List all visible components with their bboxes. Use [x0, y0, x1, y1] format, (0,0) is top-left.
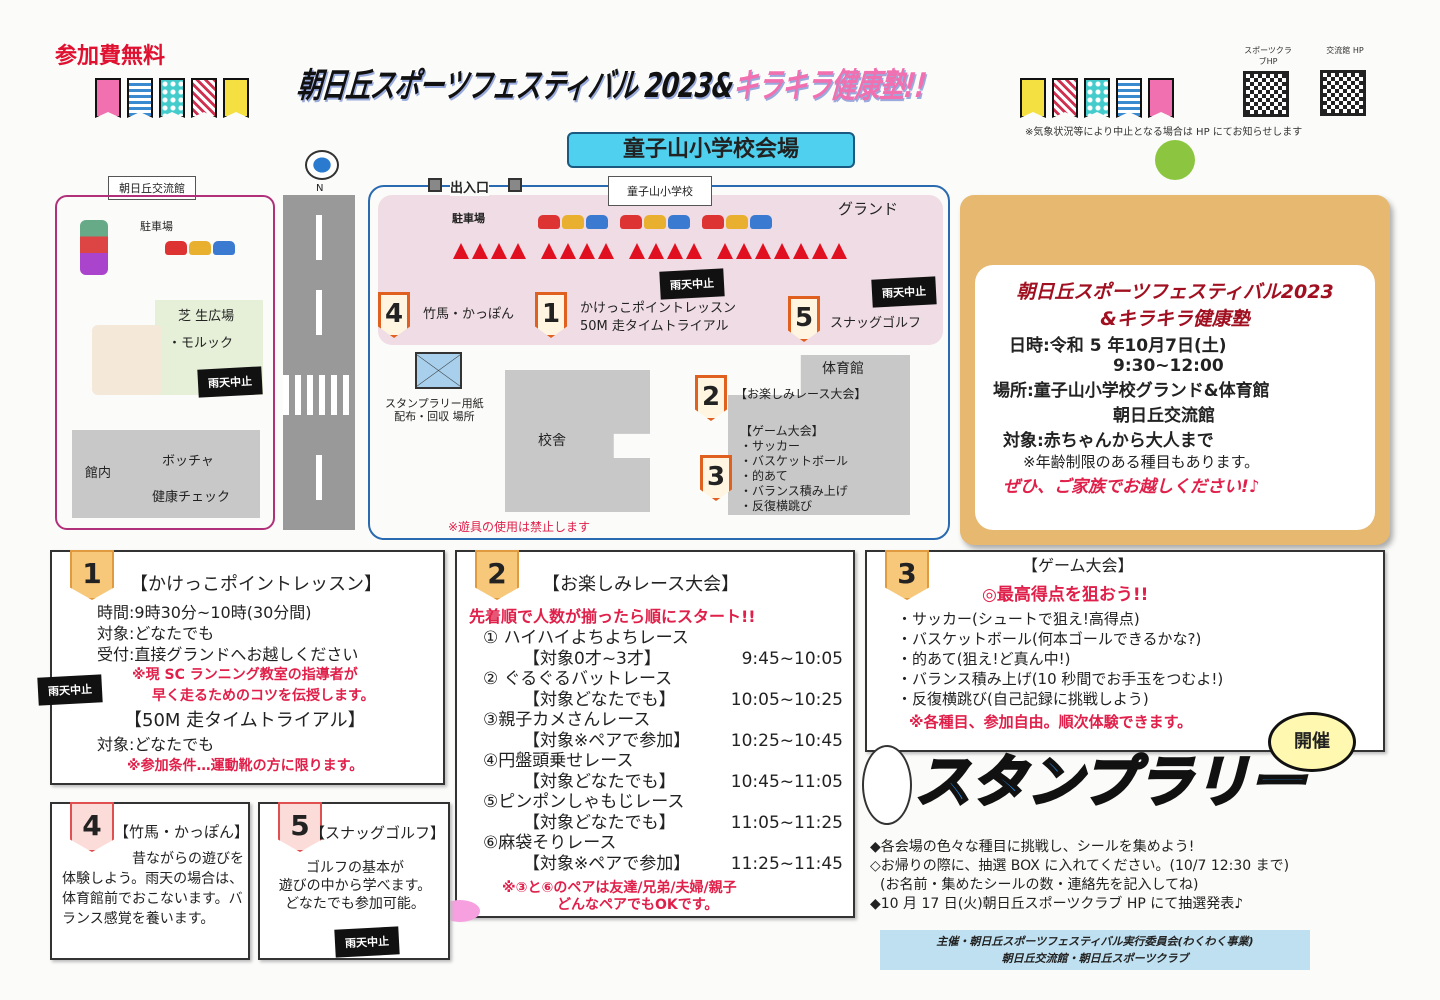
stamp-rally-booth-icon: [415, 352, 462, 389]
no-playground-note: ※遊具の使用は禁止します: [448, 520, 591, 534]
section-1-panel: 1 【かけっこポイントレッスン】 時間:9時30分~10時(30分間) 対象:ど…: [50, 550, 445, 785]
race-item: ② ぐるぐるバットレース【対象どなたでも】10:05~10:25: [483, 669, 843, 710]
north-compass-icon: [305, 150, 339, 180]
car-stack-icon: [80, 220, 108, 275]
rain-cancel-badge: 雨天中止: [871, 276, 937, 308]
station-4-label: 竹馬・かっぽん: [423, 307, 515, 322]
rice-paddle-icon: [440, 900, 480, 922]
info-board-card: 朝日丘スポーツフェスティバル2023 &キラキラ健康塾 日時:令和 5 年10月…: [975, 265, 1375, 530]
station-2-label: 【お楽しみレース大会】: [735, 387, 867, 401]
pair-note: ※③と⑥のペアは友達/兄弟/夫婦/親子どんなペアでもOKです。: [502, 880, 737, 913]
school-label: 童子山小学校: [608, 176, 712, 206]
venue-title: 童子山小学校会場: [567, 132, 855, 168]
qr-code-icon: [1243, 71, 1289, 117]
organizer-box: 主催・朝日丘スポーツフェスティバル実行委員会(わくわく事業)朝日丘交流館・朝日丘…: [880, 930, 1310, 970]
crosswalk: [283, 375, 355, 415]
school-building-label: 校舎: [538, 433, 566, 449]
station-3-label: 【ゲーム大会】・サッカー・バスケットボール・的あて・バランス積み上げ・反復横跳び: [740, 424, 849, 513]
qr-code-icon: [1320, 70, 1366, 116]
station-5-label: スナッグゴルフ: [830, 316, 922, 331]
bunting-right-decoration: [1020, 78, 1174, 118]
bunting-left-decoration: [95, 78, 249, 118]
race-item: ① ハイハイよちよちレース【対象0才~3才】9:45~10:05: [483, 628, 843, 669]
pin-icon: [1155, 140, 1195, 180]
ground-label: グランド: [838, 200, 899, 218]
car-icons: [165, 240, 237, 259]
lawn-label: 芝 生広場: [178, 309, 235, 324]
weather-note: ※気象状況等により中止となる場合は HP にてお知らせします: [1025, 127, 1303, 138]
race-item: ④円盤頭乗せレース【対象どなたでも】10:45~11:05: [483, 751, 843, 792]
boccia-label: ボッチャ: [162, 454, 214, 469]
race-item: ⑥麻袋そりレース【対象※ペアで参加】11:25~11:45: [483, 833, 843, 874]
parking-label: 駐車場: [140, 220, 173, 233]
qr-sports-club[interactable]: スポーツクラブHP: [1243, 45, 1293, 117]
car-icons: [538, 214, 774, 233]
section-4-panel: 4 【竹馬・かっぽん】 昔ながらの遊びを体験しよう。雨天の場合は、体育館前でおこ…: [50, 802, 250, 960]
section-2-panel: 2 【お楽しみレース大会】 先着順で人数が揃ったら順にスタート!! ① ハイハイ…: [455, 550, 855, 918]
rain-cancel-badge: 雨天中止: [37, 674, 103, 706]
road: [283, 195, 355, 530]
qr-community-center[interactable]: 交流館 HP: [1320, 45, 1370, 116]
gate-icon: [508, 178, 522, 192]
section-5-panel: 5 【スナッグゴルフ】 ゴルフの基本が遊びの中から学べます。どなたでも参加可能。: [258, 802, 450, 960]
gym-label: 体育館: [822, 361, 864, 377]
molkky-label: ・モルック: [168, 336, 234, 351]
rain-cancel-badge: 雨天中止: [197, 366, 263, 398]
entrance-label: 出入口: [450, 177, 490, 196]
stamp-rally-logo: スタンプラリー: [913, 749, 1306, 817]
molkky-pins-icon: [92, 325, 162, 395]
gate-icon: [428, 178, 442, 192]
community-center-map: [55, 195, 275, 530]
indoor-area: [72, 430, 260, 518]
race-item: ③親子カメさんレース【対象※ペアで参加】10:25~10:45: [483, 710, 843, 751]
event-title: 朝日丘スポーツフェスティバル 2023&キラキラ健康塾!!: [295, 66, 928, 106]
rain-cancel-badge: 雨天中止: [334, 926, 400, 958]
parking-label: 駐車場: [452, 212, 485, 225]
rain-cancel-badge: 雨天中止: [659, 268, 725, 300]
held-badge: 開催: [1268, 712, 1356, 772]
indoor-label: 館内: [85, 466, 112, 481]
stamp-rally-info: ◆各会場の色々な種目に挑戦し、シールを集めよう!◇お帰りの際に、抽選 BOX に…: [870, 839, 1290, 912]
health-check-label: 健康チェック: [152, 490, 231, 505]
free-admission-label: 参加費無料: [55, 44, 166, 69]
race-item: ⑤ピンポンしゃもじレース【対象どなたでも】11:05~11:25: [483, 792, 843, 833]
north-label: N: [316, 183, 324, 194]
stamp-rally-booth-label: スタンプラリー用紙配布・回収 場所: [385, 397, 484, 423]
cone-row-icon: [453, 243, 913, 263]
community-club-logo: [862, 745, 912, 825]
